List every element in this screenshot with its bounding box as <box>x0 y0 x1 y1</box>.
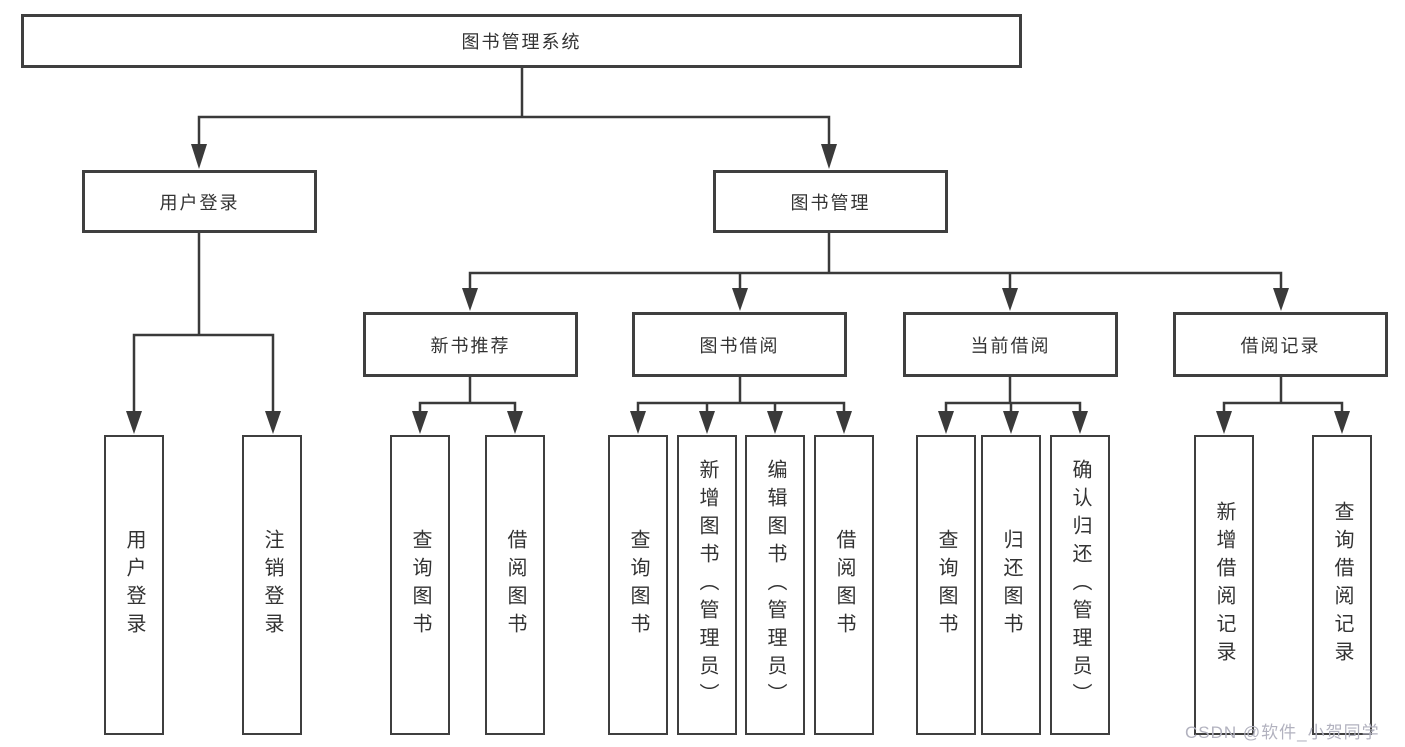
node-leaf-search-books-recommend-label: 查询图书 <box>409 529 431 641</box>
node-borrowing-records: 借阅记录 <box>1173 312 1388 377</box>
node-leaf-logout-action: 注销登录 <box>242 435 302 735</box>
node-leaf-borrow-books-recommend: 借阅图书 <box>485 435 545 735</box>
node-leaf-search-books-current-label: 查询图书 <box>935 529 957 641</box>
connector-current-borrowing-children <box>938 377 1088 434</box>
node-user-login-label: 用户登录 <box>159 192 240 213</box>
node-library-management-system: 图书管理系统 <box>21 14 1022 68</box>
node-leaf-return-books: 归还图书 <box>981 435 1041 735</box>
node-leaf-return-books-label: 归还图书 <box>1000 529 1022 641</box>
node-leaf-edit-books-admin-label: 编辑图书（管理员） <box>764 459 786 711</box>
node-leaf-logout-action-label: 注销登录 <box>261 529 283 641</box>
node-library-management-system-label: 图书管理系统 <box>461 32 582 52</box>
node-leaf-search-borrow-record: 查询借阅记录 <box>1312 435 1372 735</box>
node-leaf-search-borrow-record-label: 查询借阅记录 <box>1331 501 1353 669</box>
connector-new-book-children <box>412 377 523 434</box>
node-borrowing-records-label: 借阅记录 <box>1240 335 1321 356</box>
node-leaf-add-borrow-record-label: 新增借阅记录 <box>1213 501 1235 669</box>
node-new-book-recommendation: 新书推荐 <box>363 312 578 377</box>
node-leaf-search-books-borrowing-label: 查询图书 <box>627 529 649 641</box>
node-user-login: 用户登录 <box>82 170 317 233</box>
node-leaf-user-login-action: 用户登录 <box>104 435 164 735</box>
connector-borrowing-records-children <box>1216 377 1350 434</box>
connector-book-management-children <box>462 233 1289 311</box>
node-leaf-search-books-borrowing: 查询图书 <box>608 435 668 735</box>
node-leaf-borrow-books-borrowing: 借阅图书 <box>814 435 874 735</box>
node-book-management-label: 图书管理 <box>790 192 871 213</box>
node-leaf-add-borrow-record: 新增借阅记录 <box>1194 435 1254 735</box>
node-new-book-recommendation-label: 新书推荐 <box>430 335 511 356</box>
node-current-borrowing-label: 当前借阅 <box>970 335 1051 356</box>
csdn-watermark: CSDN @软件_小贺同学 <box>1185 723 1380 742</box>
node-leaf-search-books-recommend: 查询图书 <box>390 435 450 735</box>
node-leaf-confirm-return-admin: 确认归还（管理员） <box>1050 435 1110 735</box>
node-leaf-add-books-admin: 新增图书（管理员） <box>677 435 737 735</box>
node-leaf-confirm-return-admin-label: 确认归还（管理员） <box>1069 459 1091 711</box>
node-leaf-user-login-action-label: 用户登录 <box>123 529 145 641</box>
node-book-borrowing-label: 图书借阅 <box>699 335 780 356</box>
connector-book-borrowing-children <box>630 377 852 434</box>
node-book-management: 图书管理 <box>713 170 948 233</box>
node-leaf-add-books-admin-label: 新增图书（管理员） <box>696 459 718 711</box>
node-book-borrowing: 图书借阅 <box>632 312 847 377</box>
node-current-borrowing: 当前借阅 <box>903 312 1118 377</box>
node-leaf-borrow-books-recommend-label: 借阅图书 <box>504 529 526 641</box>
connector-user-login-children <box>126 233 281 434</box>
node-leaf-borrow-books-borrowing-label: 借阅图书 <box>833 529 855 641</box>
node-leaf-search-books-current: 查询图书 <box>916 435 976 735</box>
node-leaf-edit-books-admin: 编辑图书（管理员） <box>745 435 805 735</box>
connector-root-to-level1 <box>191 68 837 169</box>
